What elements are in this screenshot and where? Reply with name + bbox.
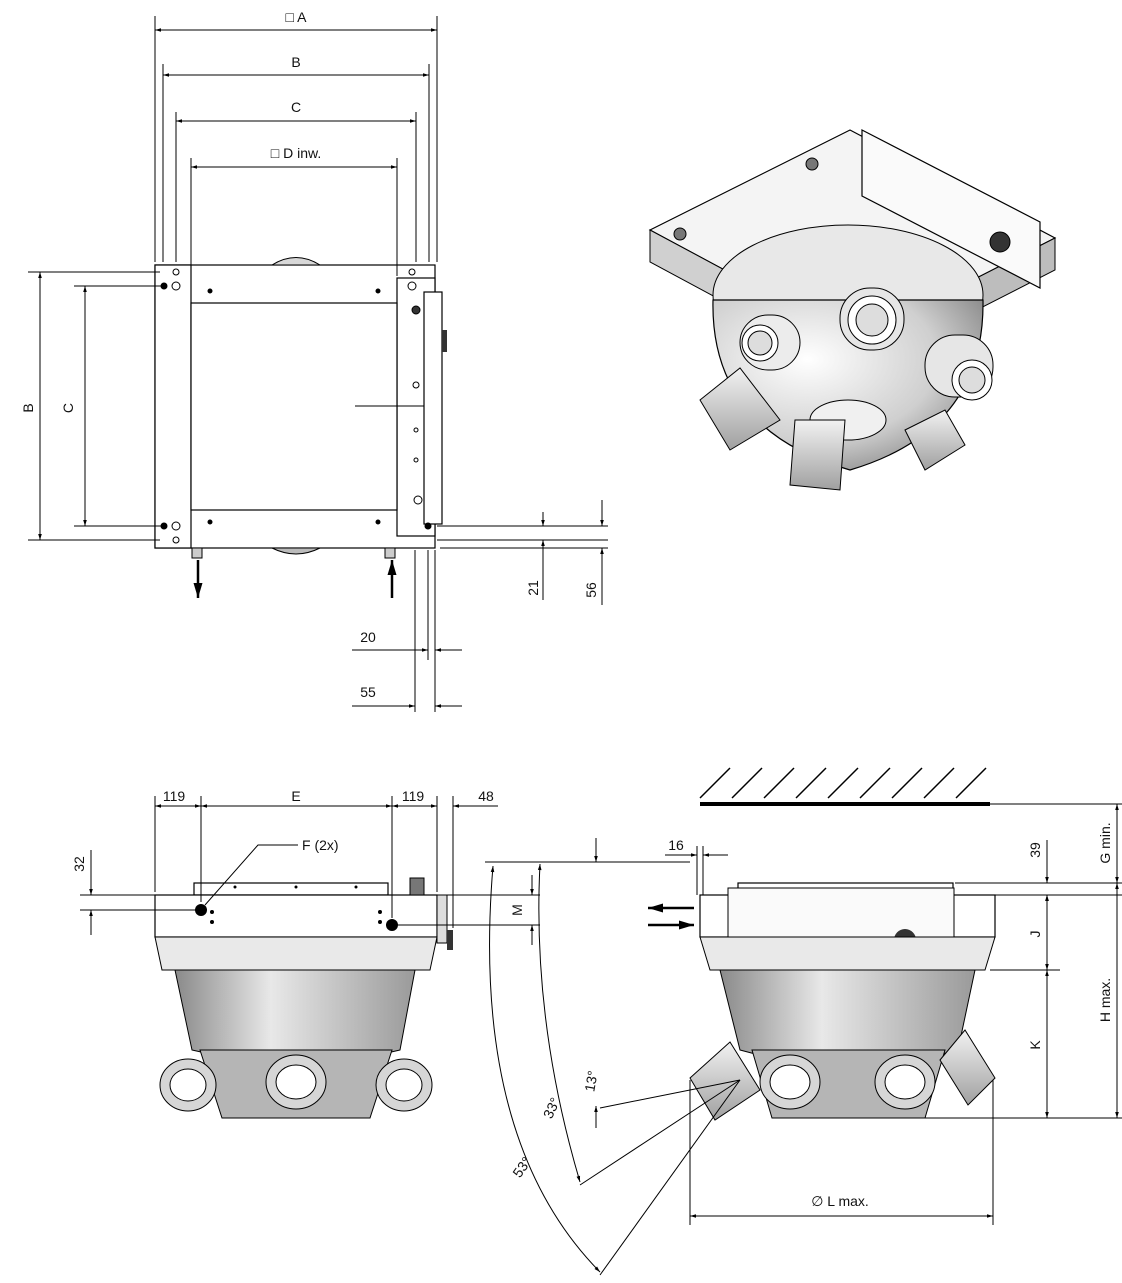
dim-D-label: □ D inw. xyxy=(271,145,321,161)
dim-H-max-label: H max. xyxy=(1097,978,1113,1022)
dim-48-label: 48 xyxy=(478,788,494,804)
connector-stub xyxy=(442,330,447,352)
isometric-view xyxy=(648,129,1057,491)
dim-E-label: E xyxy=(291,788,300,804)
duct-stub-top xyxy=(270,257,322,266)
dim-J-label: J xyxy=(1027,931,1043,938)
control-box xyxy=(423,291,443,525)
dim-20-label: 20 xyxy=(360,629,376,645)
dim-16-label: 16 xyxy=(668,837,684,853)
dim-39-label: 39 xyxy=(1027,842,1043,858)
angle-13-label: 13° xyxy=(581,1069,600,1093)
dim-G-min-label: G min. xyxy=(1097,822,1113,863)
dim-119-right-label: 119 xyxy=(402,788,425,804)
dim-56-label: 56 xyxy=(583,582,599,598)
dim-B-label: B xyxy=(291,54,300,70)
dim-119-left-label: 119 xyxy=(163,788,186,804)
label-F: F (2x) xyxy=(302,837,339,853)
dim-C-label: C xyxy=(291,99,301,115)
angle-33-label: 33° xyxy=(540,1095,563,1121)
duct-stub-bottom xyxy=(271,547,321,555)
dim-55-label: 55 xyxy=(360,684,376,700)
front-view: 119 E 119 48 F (2x) 32 M xyxy=(71,788,540,1119)
dim-32-label: 32 xyxy=(71,856,87,872)
dim-M-label: M xyxy=(509,904,525,916)
dim-C-vert-label: C xyxy=(60,403,76,413)
dim-A-label: □ A xyxy=(286,9,308,25)
dim-21-label: 21 xyxy=(525,580,541,596)
dim-L-max-label: ∅ L max. xyxy=(811,1193,869,1209)
angle-53-label: 53° xyxy=(509,1154,534,1181)
left-rail xyxy=(154,264,192,549)
dim-K-label: K xyxy=(1027,1040,1043,1050)
side-view: 16 39 J K G min. H max. 13° 33° 53° xyxy=(485,767,1122,1276)
top-view: □ A B C □ D inw. B C 21 xyxy=(20,9,608,712)
dim-B-vert-label: B xyxy=(20,403,36,412)
